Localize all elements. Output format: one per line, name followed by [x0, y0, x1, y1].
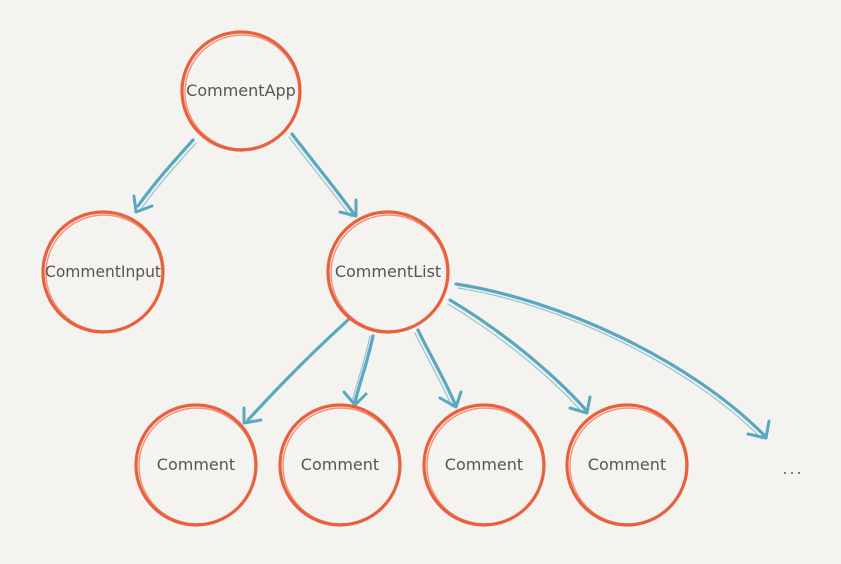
more-ellipsis: ... [782, 459, 803, 478]
edge-app-to-input [132, 138, 197, 214]
edge-list-to-comment-2 [342, 334, 375, 407]
node-comment-list: CommentList [326, 210, 450, 334]
edge-list-to-comment-4 [447, 298, 592, 415]
node-comment-2-label: Comment [301, 455, 379, 474]
node-comment-1-label: Comment [157, 455, 235, 474]
node-comment-4-label: Comment [588, 455, 666, 474]
node-comment-input-label: CommentInput [45, 262, 161, 281]
edge-list-to-comment-1 [242, 318, 350, 425]
node-comment-1: Comment [134, 403, 258, 527]
node-comment-3-label: Comment [445, 455, 523, 474]
edge-list-to-more [454, 282, 771, 440]
node-comment-2: Comment [278, 403, 402, 527]
edge-app-to-list [288, 132, 358, 218]
node-comment-4: Comment [565, 403, 689, 527]
node-comment-app: CommentApp [180, 30, 302, 152]
node-comment-app-label: CommentApp [186, 81, 296, 100]
edge-list-to-comment-3 [414, 328, 463, 409]
node-comment-input: CommentInput [41, 210, 165, 334]
node-comment-list-label: CommentList [335, 262, 441, 281]
node-comment-3: Comment [422, 403, 546, 527]
